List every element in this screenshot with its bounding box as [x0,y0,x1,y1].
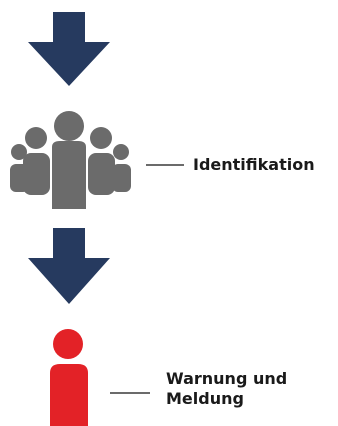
single-person-icon [50,329,88,426]
step-label-identifikation: Identifikation [193,155,315,174]
down-arrow-icon [28,228,110,304]
group-of-people-icon [10,111,131,209]
down-arrow-icon [28,12,110,86]
step-label-line: Warnung und [166,369,288,388]
step-label-warnung: Warnung und Meldung [166,369,287,409]
step-label-line: Meldung [166,389,244,408]
